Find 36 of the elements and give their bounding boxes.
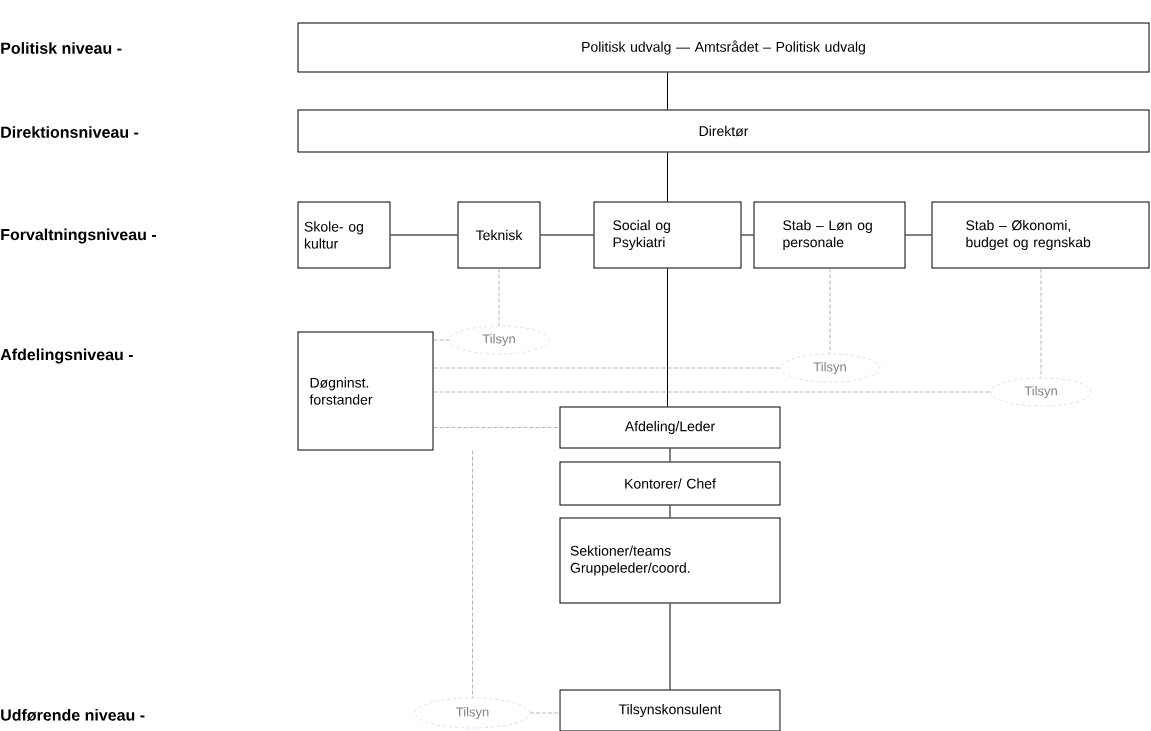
connector-line bbox=[669, 505, 671, 518]
level-label: Forvaltningsniveau - bbox=[1, 228, 157, 244]
org-box: Sektioner/teams Gruppeleder/coord. bbox=[559, 517, 781, 604]
connector-line bbox=[669, 603, 671, 690]
connector-line bbox=[667, 268, 668, 407]
connector-line bbox=[667, 152, 668, 202]
org-box: Direktør bbox=[297, 109, 1150, 153]
connector-line bbox=[472, 450, 473, 699]
org-box: Social og Psykiatri bbox=[593, 201, 742, 269]
level-label: Direktionsniveau - bbox=[1, 126, 139, 138]
connector-line bbox=[540, 234, 594, 236]
org-box: Afdeling/Leder bbox=[559, 406, 781, 449]
connector-line bbox=[433, 339, 450, 341]
org-box: Tilsynskonsulent bbox=[559, 689, 781, 731]
connector-line bbox=[1040, 268, 1042, 379]
level-label: Afdelingsniveau - bbox=[0, 348, 133, 364]
connector-line bbox=[433, 367, 781, 369]
connector-line bbox=[669, 448, 671, 462]
connector-line bbox=[498, 268, 500, 327]
level-label: Udførende niveau - bbox=[1, 709, 145, 721]
connector-line bbox=[741, 234, 754, 236]
level-label: Politisk niveau - bbox=[1, 42, 122, 54]
org-box: Stab – Økonomi, budget og regnskab bbox=[931, 201, 1150, 269]
connector-line bbox=[390, 234, 458, 236]
connector-line bbox=[529, 712, 560, 714]
connector-line bbox=[667, 72, 668, 110]
org-box: Kontorer/ Chef bbox=[559, 461, 781, 506]
org-box: Skole- og kultur bbox=[297, 201, 391, 269]
connector-line bbox=[829, 268, 831, 355]
connector-line bbox=[905, 234, 932, 236]
connector-line bbox=[433, 427, 560, 428]
connector-line bbox=[433, 391, 992, 393]
org-box: Politisk udvalg — Amtsrådet – Politisk udvalg bbox=[297, 22, 1150, 73]
org-box: Teknisk bbox=[457, 201, 541, 269]
org-box: Døgninst. forstander bbox=[297, 331, 434, 451]
org-box: Stab – Løn og personale bbox=[753, 201, 906, 269]
